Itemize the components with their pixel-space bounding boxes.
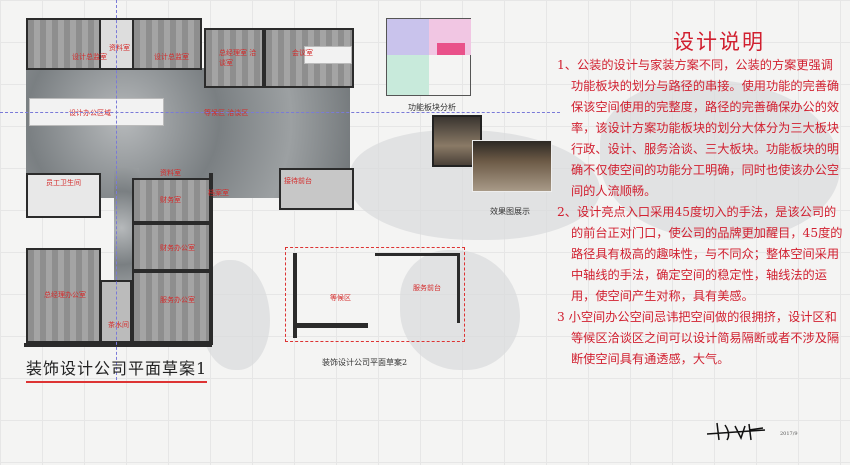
plan-2-title: 装饰设计公司平面草案2 — [322, 358, 408, 367]
signature-date: 2017/9 — [780, 431, 798, 437]
signature — [705, 420, 775, 442]
world-map-africa — [400, 250, 520, 370]
floor-plan-2: 等候区 服务前台 — [285, 245, 465, 350]
room-label: 接待前台 — [284, 177, 312, 185]
room-label: 会议室 — [292, 49, 313, 57]
description-paragraph: 2、设计亮点入口采用45度切入的手法，是该公司的的前台正对门口，使公司的品牌更加… — [557, 205, 843, 303]
design-description: 设计说明 1、公装的设计与家装方案不同，公装的方案更强调功能板块的划分与路径的串… — [553, 32, 845, 370]
zoning-caption: 功能板块分析 — [408, 103, 456, 112]
world-map-asia — [600, 80, 840, 240]
description-paragraph: 3 小空间办公空间忌讳把空间做的很拥挤，设计区和等候区洽谈区之间可以设计简易隔断… — [557, 310, 840, 366]
room-label: 等候区 洽谈区 — [204, 109, 249, 117]
room-label: 服务办公室 — [160, 296, 195, 304]
room-label: 设计办公区域 — [69, 109, 111, 117]
room-label: 总经理办公室 — [44, 291, 86, 299]
description-title: 设计说明 — [673, 30, 765, 54]
room-label: 资料室 — [109, 44, 130, 52]
room-label: 总经理室 洽谈室 — [219, 49, 257, 67]
rendering-caption: 效果图展示 — [490, 207, 530, 216]
room-label: 茶水间 — [108, 321, 129, 329]
room-label: 员工卫生间 — [46, 179, 81, 187]
zoning-diagram — [386, 18, 471, 96]
description-paragraph: 1、公装的设计与家装方案不同，公装的方案更强调功能板块的划分与路径的串接。使用功… — [557, 58, 840, 198]
room-label: 服务前台 — [413, 284, 441, 292]
room-label: 财务室 — [160, 196, 181, 204]
room-label: 设计总监室 — [154, 53, 189, 61]
plan-1-title: 装饰设计公司平面草案1 — [26, 355, 208, 383]
room-label: 资料室 — [160, 169, 181, 177]
room-label: 档案室 — [208, 189, 229, 197]
room-label: 等候区 — [330, 294, 351, 302]
axis-line — [0, 112, 560, 113]
room-label: 财务办公室 — [160, 244, 195, 252]
room-label: 设计总监室 — [72, 53, 107, 61]
floor-plan-1: 设计总监室 资料室 设计总监室 总经理室 洽谈室 会议室 设计办公区域 等候区 … — [24, 18, 354, 348]
rendering-image — [472, 140, 552, 192]
axis-line — [116, 0, 117, 380]
